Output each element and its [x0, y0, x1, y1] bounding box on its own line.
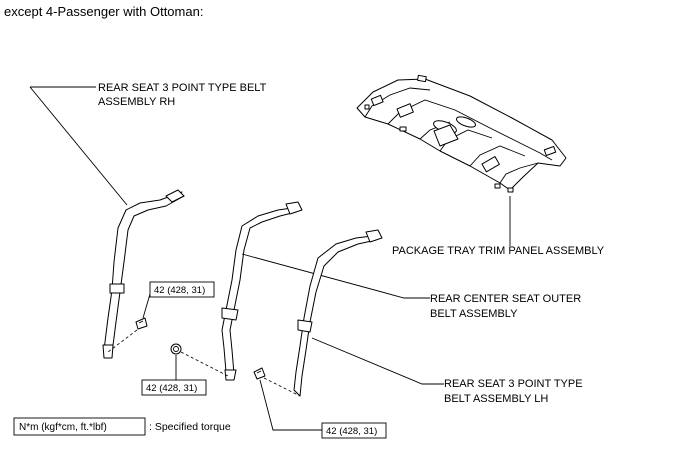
torque-callout-rh-text: 42 (428, 31)	[154, 285, 205, 296]
label-rear-center: REAR CENTER SEAT OUTER BELT ASSEMBLY	[430, 293, 584, 320]
torque-callout-rh: 42 (428, 31)	[149, 281, 215, 298]
legend-unit-text: N*m (kgf*cm, ft.*lbf)	[19, 422, 107, 433]
rear-seat-rh-torque-leader	[142, 293, 151, 319]
header-text: except 4-Passenger with Ottoman:	[4, 4, 203, 19]
rear-seat-belt-rh-illustration	[102, 189, 185, 359]
label-package-tray: PACKAGE TRAY TRIM PANEL ASSEMBLY	[392, 245, 605, 257]
rear-center-seat-belt-illustration	[221, 201, 303, 381]
rear-seat-lh-bolt-icon	[253, 367, 266, 380]
label-rear-seat-lh-line1: REAR SEAT 3 POINT TYPE	[444, 378, 583, 390]
label-rear-center-line1: REAR CENTER SEAT OUTER	[430, 293, 581, 305]
torque-callout-center-text: 42 (428, 31)	[146, 383, 197, 394]
label-rear-seat-lh-line2: BELT ASSEMBLY LH	[444, 393, 548, 405]
label-rear-seat-rh-line2: ASSEMBLY RH	[98, 96, 175, 108]
label-rear-seat-rh-line1: REAR SEAT 3 POINT TYPE BELT	[98, 82, 267, 94]
label-rear-seat-lh: REAR SEAT 3 POINT TYPE BELT ASSEMBLY LH	[444, 378, 586, 405]
rear-center-bolt-dashed-line	[180, 351, 229, 377]
rear-seat-rh-bolt-dashed-line	[107, 329, 138, 353]
torque-legend: N*m (kgf*cm, ft.*lbf) : Specified torque	[13, 417, 231, 436]
torque-callout-lh-text: 42 (428, 31)	[326, 426, 377, 437]
label-rear-seat-rh: REAR SEAT 3 POINT TYPE BELT ASSEMBLY RH	[98, 82, 269, 108]
rear-seat-lh-torque-leader	[259, 379, 322, 431]
legend-box	[13, 417, 146, 436]
label-package-tray-line1: PACKAGE TRAY TRIM PANEL ASSEMBLY	[392, 245, 605, 257]
torque-callout-center: 42 (428, 31)	[141, 379, 207, 396]
rear-seat-rh-bolt-icon	[135, 317, 148, 330]
label-rear-center-line2: BELT ASSEMBLY	[430, 308, 518, 320]
rear-center-bolt-icon	[170, 343, 182, 355]
rear-seat-rh-leader-diag	[29, 86, 128, 206]
package-tray-trim-panel-illustration	[356, 74, 567, 193]
rear-seat-belt-lh-illustration	[293, 229, 383, 397]
rear-seat-lh-leader	[311, 337, 444, 385]
rear-center-leader	[241, 253, 430, 299]
legend-desc-text: : Specified torque	[149, 421, 231, 433]
torque-callout-lh: 42 (428, 31)	[321, 422, 387, 439]
rear-seat-lh-bolt-dashed-line	[263, 377, 301, 397]
